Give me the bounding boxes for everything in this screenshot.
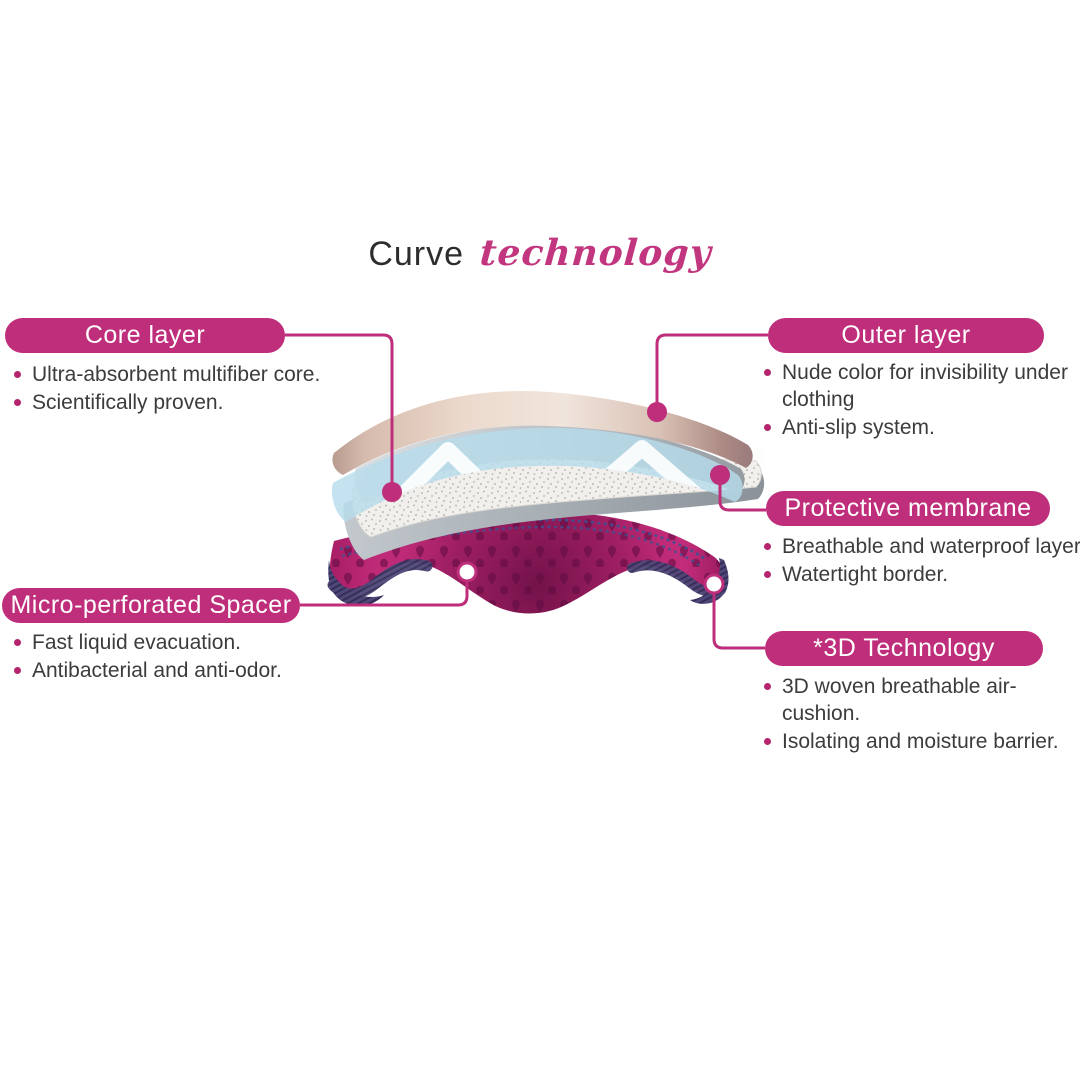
spacer-mesh-underside-left [328,560,384,606]
bullet-item: Scientifically proven. [12,389,362,416]
bullet-item: Watertight border. [762,561,1080,588]
bullet-text: Isolating and moisture barrier. [782,730,1059,753]
bullet-dot-icon [764,543,771,550]
bullet-text: Scientifically proven. [32,391,224,414]
bullet-text: Watertight border. [782,563,949,586]
bullet-text: 3D woven breathable air-cushion. [782,675,1017,725]
bullet-item: Ultra-absorbent multifiber core. [12,361,362,388]
bullet-dot-icon [14,667,21,674]
bullet-item: Anti-slip system. [762,414,1080,441]
connector-micro-perforated-spacer [300,572,469,607]
bullet-item: Fast liquid evacuation. [12,629,362,656]
anchor-dot-core-layer [382,482,402,502]
connector-core-layer [285,333,394,492]
bullet-item: Breathable and waterproof layer [762,533,1080,560]
title-regular-text: Curve [368,235,465,273]
anchor-dot-protective-membrane [710,465,730,485]
connector-outer-layer [655,333,768,412]
callout-pill-3d-technology: *3D Technology [765,631,1043,666]
connector-protective-membrane [718,475,766,512]
bullet-dot-icon [764,683,771,690]
bullet-item: 3D woven breathable air-cushion. [762,673,1080,727]
bullet-dot-icon [14,639,21,646]
bullet-text: Antibacterial and anti-odor. [32,659,282,682]
bullet-dot-icon [764,571,771,578]
callout-pill-micro-perforated-spacer: Micro-perforated Spacer [2,588,300,623]
anchor-ring-micro-perforated-spacer [456,561,478,583]
bullet-item: Isolating and moisture barrier. [762,728,1080,755]
callout-pill-outer-layer: Outer layer [768,318,1044,353]
bullet-dot-icon [764,738,771,745]
callout-pill-core-layer: Core layer [5,318,285,353]
bullet-text: Fast liquid evacuation. [32,631,241,654]
bullet-text: Anti-slip system. [782,416,935,439]
callout-pill-protective-membrane: Protective membrane [766,491,1050,526]
bullet-item: Antibacterial and anti-odor. [12,657,362,684]
bullet-text: Ultra-absorbent multifiber core. [32,363,321,386]
bullet-dot-icon [14,371,21,378]
callout-bullets-3d-technology: 3D woven breathable air-cushion. Isolati… [762,673,1080,755]
callout-bullets-outer-layer: Nude color for invisibility under clothi… [762,359,1080,441]
bullet-dot-icon [14,399,21,406]
callout-bullets-core-layer: Ultra-absorbent multifiber core. Scienti… [12,361,362,416]
bullet-text: Nude color for invisibility under clothi… [782,361,1068,411]
page-title: Curve technology [0,232,1080,282]
bullet-item: Nude color for invisibility under clothi… [762,359,1080,413]
anchor-dot-outer-layer [647,402,667,422]
anchor-ring-3d-technology [703,573,725,595]
callout-bullets-micro-perforated-spacer: Fast liquid evacuation. Antibacterial an… [12,629,362,684]
callout-bullets-protective-membrane: Breathable and waterproof layer Watertig… [762,533,1080,588]
bullet-dot-icon [764,369,771,376]
bullet-text: Breathable and waterproof layer [782,535,1080,558]
bullet-dot-icon [764,424,771,431]
connector-3d-technology [712,584,765,650]
